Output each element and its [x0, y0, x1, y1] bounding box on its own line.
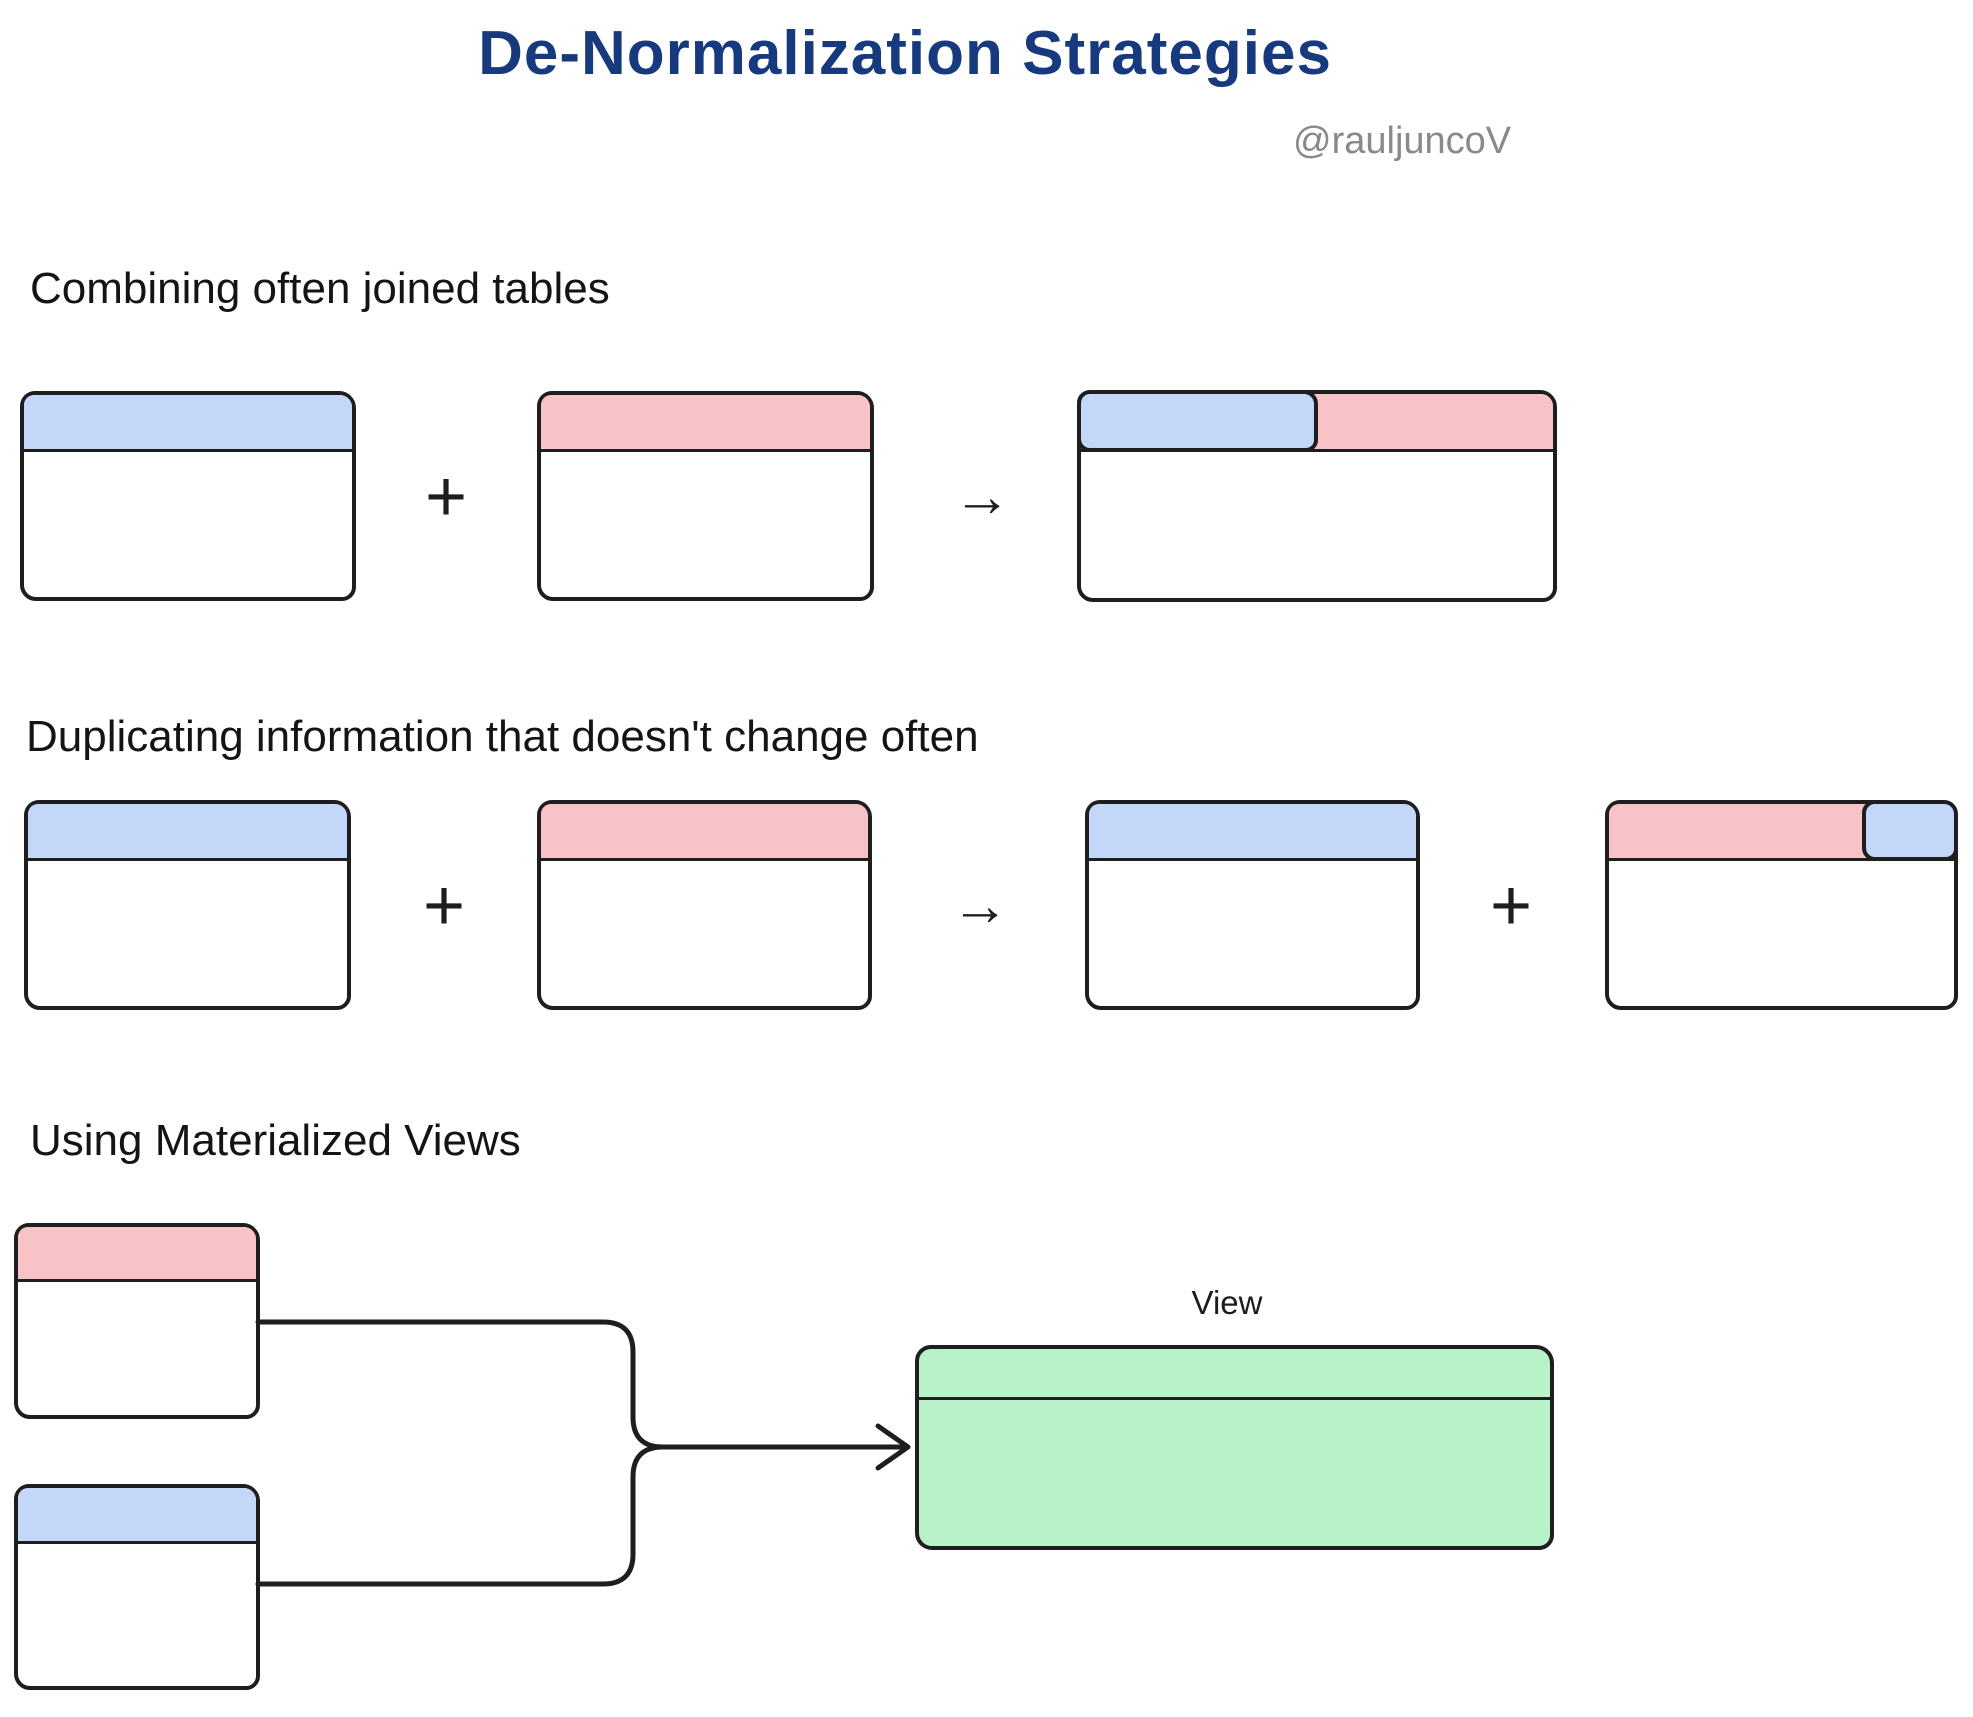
duplicated-header-blue-segment [1862, 800, 1958, 861]
section-heading-materialized-views: Using Materialized Views [30, 1116, 521, 1165]
table-blue [20, 391, 356, 601]
connector-from-blue-table [255, 1444, 666, 1587]
join-connectors [255, 1319, 911, 1587]
materialized-view-table [915, 1345, 1554, 1550]
table-header-blue [24, 395, 352, 452]
section-heading-combining: Combining often joined tables [30, 264, 610, 313]
table-pink [537, 800, 872, 1010]
arrow-operator-icon: → [953, 464, 1011, 529]
materialized-view-header [919, 1349, 1550, 1400]
table-header-blue [1089, 804, 1416, 861]
combined-table [1077, 390, 1557, 602]
table-pink [537, 391, 874, 601]
author-handle: @rauljuncoV [1293, 120, 1512, 162]
table-blue-copy [1085, 800, 1420, 1010]
page-title: De-Normalization Strategies [478, 19, 1332, 88]
combined-header-blue-part [1077, 390, 1318, 452]
arrow-operator-icon: → [951, 873, 1009, 938]
source-table-pink [14, 1223, 260, 1419]
source-table-blue [14, 1484, 260, 1690]
plus-operator: + [424, 457, 468, 537]
table-header-blue [18, 1488, 256, 1544]
table-header-blue [28, 804, 347, 861]
connector-from-pink-table [255, 1319, 666, 1450]
table-header-pink [541, 395, 870, 452]
table-blue [24, 800, 351, 1010]
view-label: View [1191, 1284, 1263, 1321]
plus-operator: + [1489, 866, 1533, 946]
arrowhead-icon [875, 1423, 911, 1471]
table-header-pink [541, 804, 868, 861]
section-heading-duplicating: Duplicating information that doesn't cha… [26, 712, 979, 761]
table-header-pink [18, 1227, 256, 1282]
combined-header-pink-part [1077, 390, 1553, 452]
table-pink-with-duplicated-segment [1605, 800, 1958, 1010]
plus-operator: + [422, 866, 466, 946]
duplicated-header-pink-part [1609, 800, 1958, 861]
